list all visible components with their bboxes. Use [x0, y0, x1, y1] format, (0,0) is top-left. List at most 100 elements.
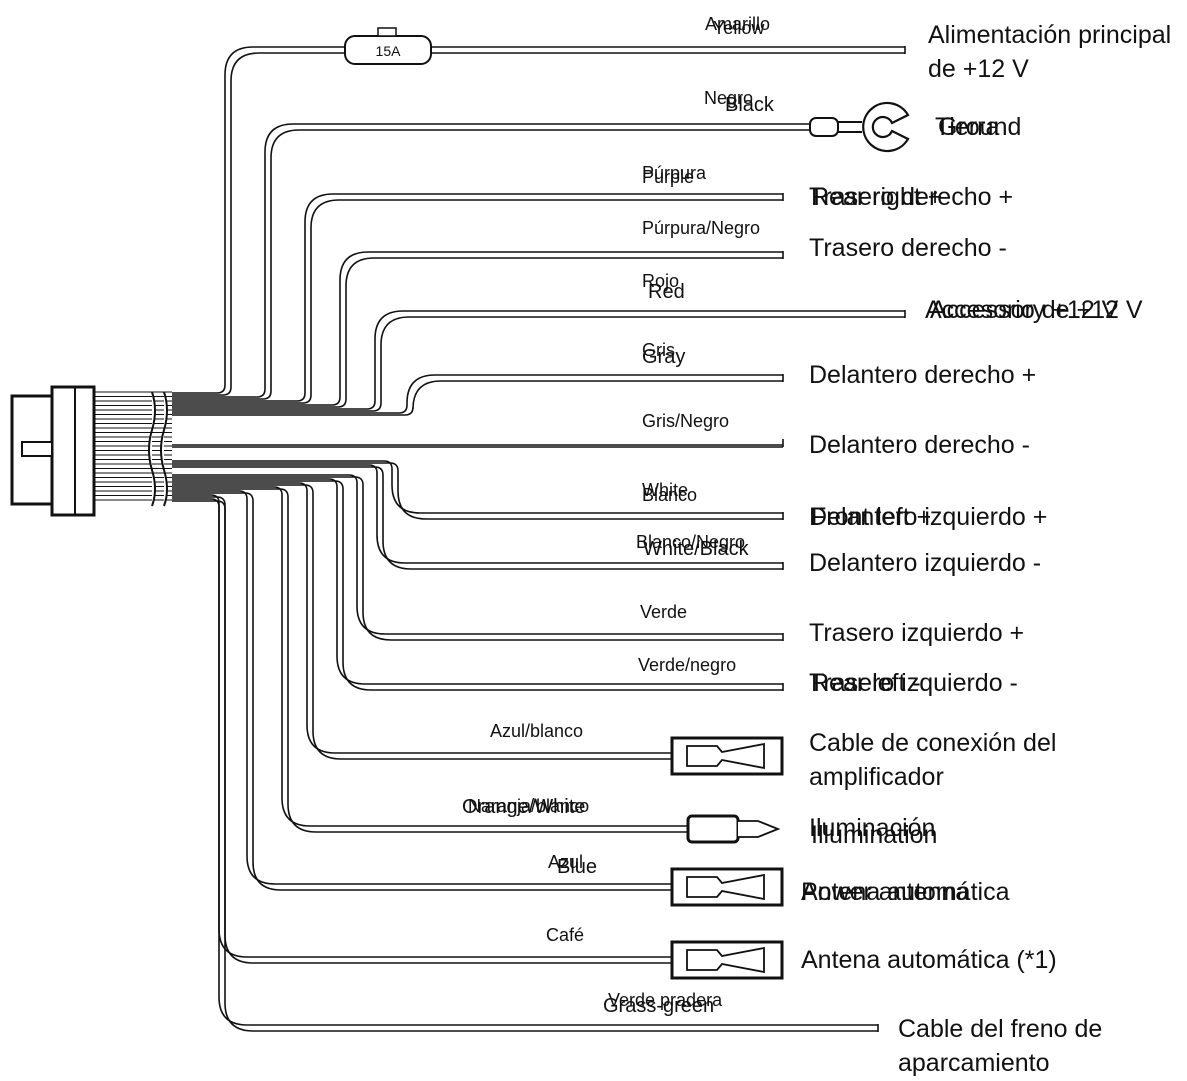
wire-edge	[170, 478, 783, 685]
wire-edge	[170, 462, 783, 520]
color-label-es: Gris	[642, 340, 675, 360]
function-label-en: Ground	[938, 113, 1022, 141]
color-label-es: Rojo	[642, 271, 680, 291]
wire-edge	[170, 460, 783, 514]
color-label-es: Gris/Negro	[642, 411, 730, 431]
wire	[170, 464, 784, 570]
wire-edge	[170, 474, 783, 635]
wire-edge	[170, 257, 783, 408]
wire-edge	[170, 310, 905, 410]
wire-edge	[170, 199, 783, 404]
function-label-es: Delantero izquierdo -	[809, 549, 1042, 577]
ring-terminal-neck	[838, 121, 862, 133]
function-label-es: Trasero derecho -	[809, 234, 1007, 262]
wire-edge	[170, 500, 878, 1032]
fuse-cap-icon	[377, 27, 397, 37]
color-label-en: Black	[725, 94, 774, 116]
function-label-en: Power antenna	[801, 878, 970, 906]
connector-terminal-icon	[686, 946, 765, 974]
color-label-en: White	[642, 480, 689, 500]
color-label-es: Púrpura	[642, 163, 707, 183]
wire-edge	[170, 480, 783, 691]
function-label-es: Alimentación principal de +12 V	[928, 21, 1172, 83]
color-label-es: Café	[546, 925, 585, 945]
color-label-en: Grass-green	[603, 995, 715, 1017]
wire-edge	[170, 129, 810, 400]
ring-terminal-sleeve	[809, 117, 839, 137]
harness-bundle-bg	[92, 390, 172, 505]
wire-edge	[170, 464, 783, 564]
wire	[170, 460, 784, 520]
function-label-es: Cable del freno de aparcamiento	[898, 1015, 1103, 1077]
wire-edge	[170, 482, 672, 754]
color-label-es: Verde pradera	[608, 990, 723, 1010]
color-label-es: Azul/blanco	[490, 721, 584, 741]
wire	[170, 478, 784, 691]
color-label-es: Negro	[704, 88, 754, 108]
wire-edge	[170, 374, 783, 414]
wire	[170, 374, 784, 416]
wire-edge	[170, 488, 688, 833]
connector-terminal-icon	[686, 742, 765, 770]
wire	[170, 439, 784, 448]
wire-edge	[170, 46, 905, 394]
color-label-es: Azul	[548, 852, 584, 872]
wire-edge	[170, 123, 810, 398]
harness-break-mark	[148, 391, 156, 507]
function-label-en: Rear left -	[811, 669, 921, 697]
wire-edge	[170, 498, 878, 1026]
function-label-es: Tierra	[935, 113, 1000, 141]
wire-edge	[170, 251, 783, 406]
function-label-es: Cable de conexión del amplificador	[809, 729, 1057, 791]
wire-edge	[170, 496, 672, 964]
color-label-en: Orange/White	[462, 796, 586, 818]
color-label-es: Blanco/Negro	[636, 532, 746, 552]
function-label-es: Delantero derecho -	[809, 431, 1030, 459]
function-label-es: Trasero izquierdo -	[809, 669, 1018, 697]
wire-edge	[170, 484, 672, 760]
color-label-en: Blue	[557, 856, 598, 878]
function-label-es: Iluminación	[809, 814, 936, 842]
function-label-en: Accessory +12 V	[930, 296, 1119, 324]
wire-edge	[170, 490, 672, 885]
color-label-es: Naranja/blanco	[468, 796, 590, 816]
wire-edge	[170, 380, 783, 416]
ring-terminal-icon	[862, 101, 910, 153]
wire-edge	[170, 476, 783, 641]
function-label-es: Delantero izquierdo +	[809, 503, 1048, 531]
wire-edge	[170, 193, 783, 402]
color-label-es: Verde	[640, 602, 688, 622]
plug-housing	[50, 385, 96, 517]
color-label-en: Purple	[642, 167, 695, 187]
wire	[170, 482, 673, 760]
color-label-en: Yellow	[713, 18, 765, 38]
function-label-en: Rear right +	[811, 183, 943, 211]
function-label-es: Delantero derecho +	[809, 361, 1037, 389]
color-label-es: Amarillo	[705, 14, 771, 34]
function-label-en: Front left +	[811, 503, 932, 531]
male-connector-icon	[686, 814, 740, 844]
function-label-es: Trasero derecho +	[809, 183, 1014, 211]
connector-pin-icon	[738, 820, 781, 838]
function-label-es: Trasero izquierdo +	[809, 619, 1025, 647]
color-label-es: Blanco	[642, 485, 698, 505]
function-label-es: Accesorio de +12 V	[925, 296, 1143, 324]
wire-edge	[170, 52, 905, 396]
wire	[170, 193, 784, 404]
wire	[170, 123, 811, 400]
wire	[170, 490, 673, 891]
color-label-es: Púrpura/Negro	[642, 218, 761, 238]
color-label-en: Red	[648, 281, 685, 303]
wire	[170, 46, 906, 396]
connector-terminal-icon	[686, 873, 765, 901]
harness-break-mark	[160, 391, 168, 507]
wire	[170, 498, 879, 1032]
plug-latch	[21, 441, 53, 457]
wire-edge	[170, 492, 672, 891]
wire	[170, 310, 906, 412]
color-label-es: Verde/negro	[638, 655, 737, 675]
function-label-en: Illumination	[811, 821, 938, 849]
function-label-es: Antena automática	[801, 878, 1010, 906]
wire	[170, 251, 784, 408]
